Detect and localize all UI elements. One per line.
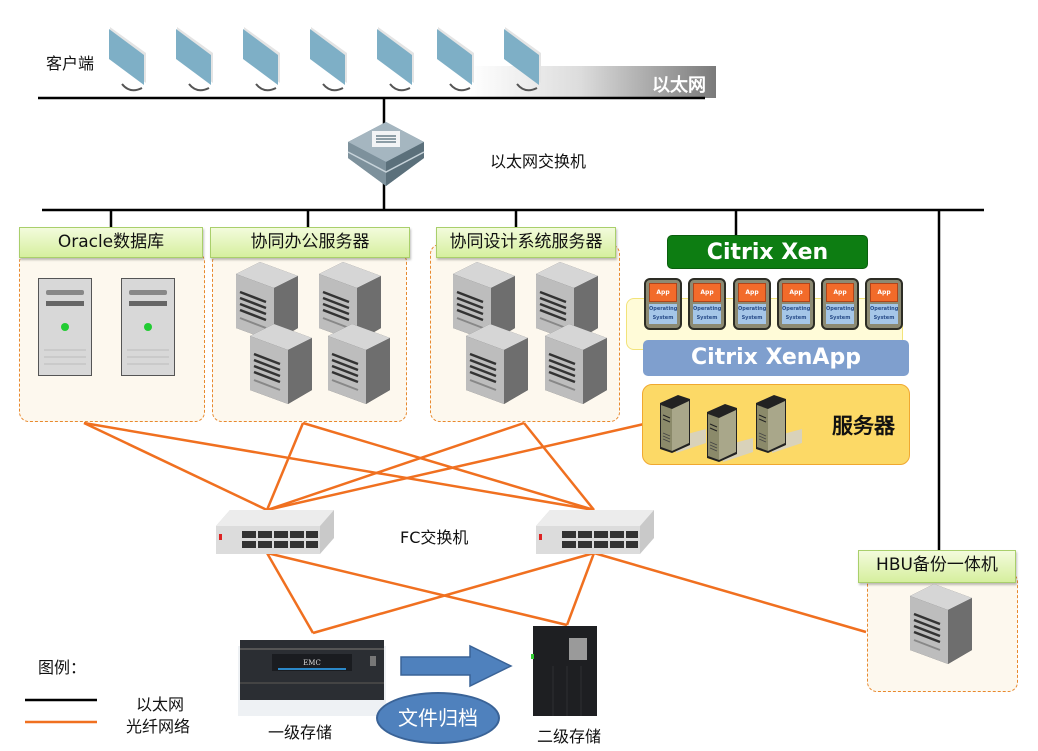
vm-app-label: App — [826, 283, 854, 302]
vm-app-label: App — [693, 283, 721, 302]
office-group-label: 协同办公服务器 — [210, 227, 410, 258]
monitor-icon — [242, 24, 282, 104]
legend-ethernet-label: 以太网 — [136, 695, 185, 714]
server-icon — [313, 260, 383, 348]
vm-os-label: Operating System — [693, 304, 721, 324]
ethernet-banner — [470, 66, 716, 98]
server-icon — [530, 260, 600, 348]
fc-switch-icon — [536, 510, 654, 558]
oracle-group-label: Oracle数据库 — [19, 227, 203, 258]
fiber-links — [83, 421, 867, 635]
tower-server-icon — [752, 393, 804, 459]
citrix-xenapp-banner: Citrix XenApp — [643, 340, 909, 376]
secondary-storage-icon — [531, 626, 599, 720]
fc-switch-icon — [216, 510, 334, 558]
legend-title: 图例： — [38, 658, 87, 677]
ethernet-switch-label: 以太网交换机 — [490, 152, 587, 171]
vm-os-label: Operating System — [649, 304, 677, 324]
vm-os-label: Operating System — [870, 304, 898, 324]
ethernet-links — [38, 96, 984, 560]
tower-server-icon — [121, 278, 175, 380]
monitor-icon — [175, 24, 215, 104]
vm-app-label: App — [782, 283, 810, 302]
primary-storage-label: 一级存储 — [268, 723, 333, 742]
monitor-icon — [309, 24, 349, 104]
archive-arrow-icon — [400, 644, 513, 688]
tower-server-icon — [38, 278, 92, 380]
ethernet-banner-label: 以太网 — [652, 75, 706, 96]
monitor-icon — [108, 24, 148, 104]
vm-os-label: Operating System — [738, 304, 766, 324]
network-switch-icon — [346, 118, 426, 190]
vm-os-label: Operating System — [826, 304, 854, 324]
monitor-icon — [503, 24, 543, 104]
fc-switch-label: FC交换机 — [400, 528, 469, 547]
design-group-label: 协同设计系统服务器 — [436, 227, 616, 258]
vm-os-label: Operating System — [782, 304, 810, 324]
file-archive-label: 文件归档 — [376, 692, 500, 744]
monitor-icon — [436, 24, 476, 104]
server-panel-label: 服务器 — [832, 414, 895, 438]
tower-server-icon — [703, 402, 755, 468]
server-icon — [904, 582, 974, 670]
vm-app-label: App — [738, 283, 766, 302]
clients-label: 客户端 — [46, 54, 95, 73]
monitor-icon — [376, 24, 416, 104]
hbu-group-label: HBU备份一体机 — [858, 550, 1016, 583]
secondary-storage-label: 二级存储 — [537, 727, 602, 746]
server-icon — [460, 322, 530, 410]
storage-brand: EMC — [303, 659, 321, 667]
server-icon — [539, 322, 609, 410]
vm-app-label: App — [870, 283, 898, 302]
tower-server-icon — [656, 393, 708, 459]
citrix-xen-banner: Citrix Xen — [667, 235, 868, 269]
legend-fiber-label: 光纤网络 — [126, 717, 191, 736]
server-icon — [244, 322, 314, 410]
server-icon — [230, 260, 300, 348]
server-icon — [322, 322, 392, 410]
vm-app-label: App — [649, 283, 677, 302]
server-icon — [447, 260, 517, 348]
primary-storage-icon: EMC — [238, 640, 386, 720]
